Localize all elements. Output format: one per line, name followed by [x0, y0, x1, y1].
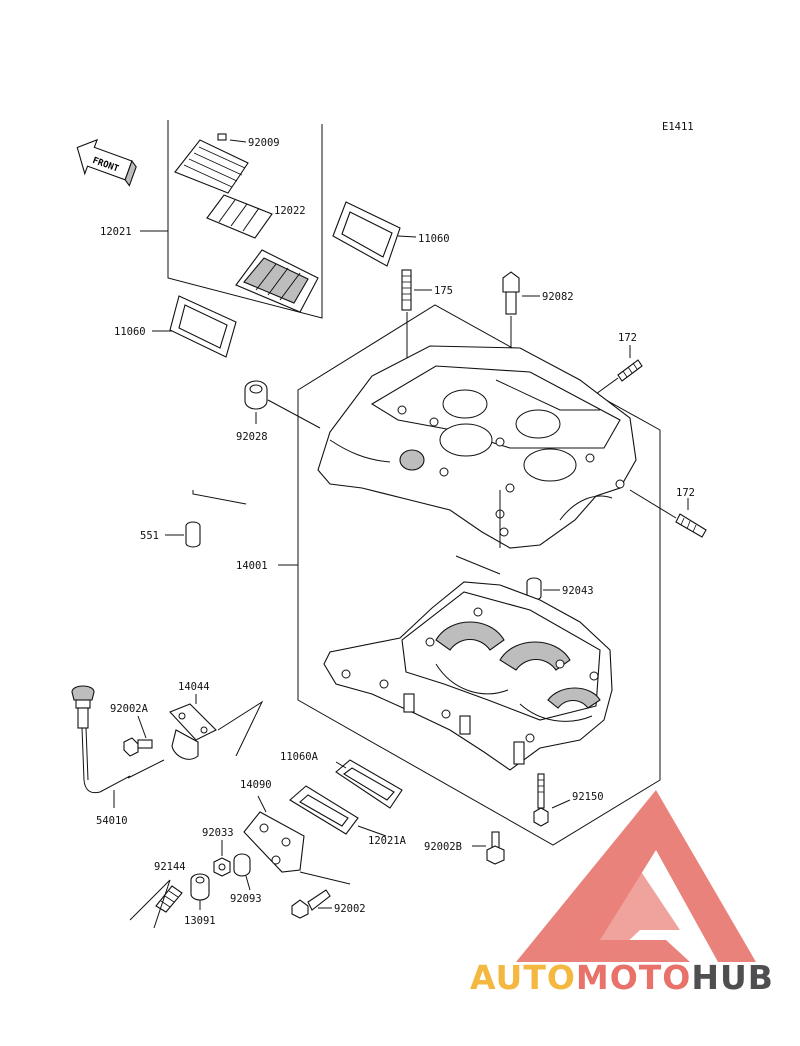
brand-hub: HUB [691, 958, 774, 997]
bolt-92002a [123, 715, 153, 757]
label-92082: 92082 [542, 291, 574, 303]
label-92009: 92009 [248, 137, 280, 149]
label-11060A: 11060A [280, 751, 319, 763]
stud-172-top [595, 345, 643, 395]
bolt-92002 [291, 889, 332, 919]
label-92150: 92150 [572, 791, 604, 803]
label-14044: 14044 [178, 681, 210, 693]
label-14090: 14090 [240, 779, 272, 791]
reed-valve-group-bracket [140, 120, 323, 319]
label-92093: 92093 [230, 893, 262, 905]
cover-14044 [169, 694, 264, 760]
gasket-11060a [335, 759, 403, 809]
brand-moto: MOTO [575, 958, 692, 997]
lower-crankcase [323, 581, 613, 771]
label-551: 551 [140, 530, 159, 542]
label-12021A: 12021A [368, 835, 407, 847]
screw-92009 [217, 133, 247, 143]
label-11060-top: 11060 [418, 233, 450, 245]
brand-auto: AUTO [470, 958, 576, 997]
label-92043: 92043 [562, 585, 594, 597]
label-92144: 92144 [154, 861, 186, 873]
seal-92093 [233, 853, 251, 891]
pin-92144 [129, 879, 183, 929]
label-92033: 92033 [202, 827, 234, 839]
label-172-right: 172 [676, 487, 695, 499]
label-172-top: 172 [618, 332, 637, 344]
nut-92033 [213, 840, 231, 877]
gasket-11060-left [152, 295, 237, 358]
stud-172-right [629, 489, 707, 538]
label-92002B: 92002B [424, 841, 462, 853]
part-labels: 92009 12022 12021 11060 175 92082 11060 … [96, 137, 695, 927]
label-92002: 92002 [334, 903, 366, 915]
label-12021: 12021 [100, 226, 132, 238]
seal-92028 [244, 380, 321, 429]
reed-plate [174, 139, 249, 194]
plate-14090 [243, 795, 351, 885]
label-14001: 14001 [236, 560, 268, 572]
automotohub-logo-icon [516, 790, 756, 962]
gasket-11060-top [332, 201, 417, 267]
cover-12021a [289, 785, 387, 837]
reed-petals [206, 194, 273, 239]
front-arrow-icon: FRONT [76, 138, 137, 187]
crankcase-assembly-outline [278, 304, 661, 846]
automotohub-wordmark: AUTOMOTOHUB [470, 958, 774, 997]
reed-block [235, 249, 319, 313]
diagram-code: E1411 [662, 121, 694, 133]
label-92028: 92028 [236, 431, 268, 443]
label-12022: 12022 [274, 205, 306, 217]
dowel-551 [165, 490, 247, 548]
bushing-13091 [190, 873, 210, 910]
bolt-92150 [533, 773, 571, 827]
label-11060-left: 11060 [114, 326, 146, 338]
upper-crankcase [317, 345, 637, 575]
bolt-92002b [472, 831, 505, 865]
label-92002A: 92002A [110, 703, 149, 715]
dipstick-54010 [71, 685, 165, 808]
label-175: 175 [434, 285, 453, 297]
label-54010: 54010 [96, 815, 128, 827]
label-13091: 13091 [184, 915, 216, 927]
